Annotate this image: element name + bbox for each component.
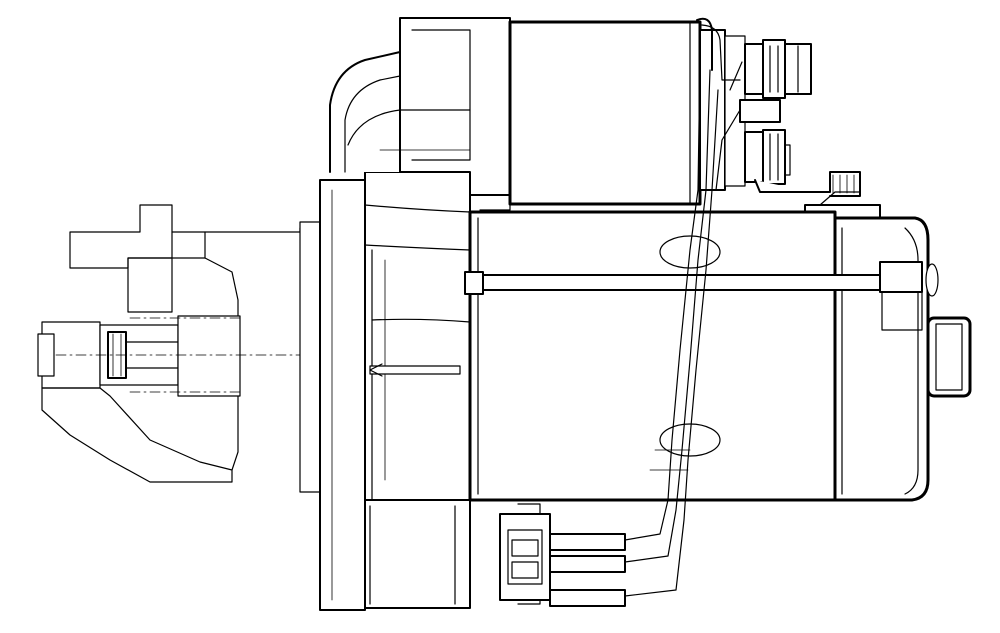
pinion-housing-section (37, 204, 301, 483)
motor-yoke (468, 210, 837, 502)
through-bolt (464, 261, 923, 331)
mounting-flange (299, 179, 366, 611)
solenoid-terminals (699, 29, 881, 219)
pinion-shaft (55, 315, 301, 397)
connector-block (499, 503, 626, 607)
solenoid-body (329, 17, 702, 211)
wire-harness (624, 17, 743, 597)
end-cap (833, 216, 972, 502)
drive-end-housing (364, 171, 471, 609)
